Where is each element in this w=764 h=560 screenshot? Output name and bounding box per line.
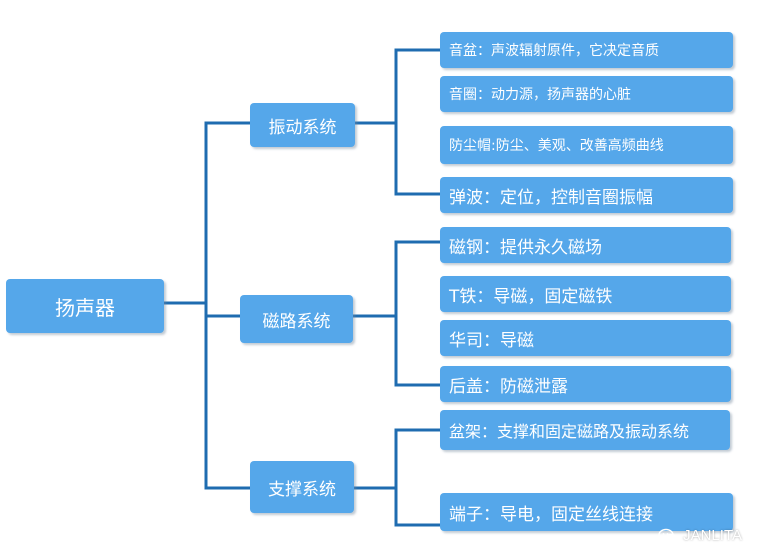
branch-node-vibration: 振动系统 xyxy=(250,103,355,147)
leaf-label: 弹波：定位，控制音圈振幅 xyxy=(449,187,653,208)
root-node: 扬声器 xyxy=(6,279,164,333)
branch-label: 振动系统 xyxy=(268,117,337,138)
leaf-node: 音圈：动力源，扬声器的心脏 xyxy=(440,76,733,112)
leaf-node: 磁钢：提供永久磁场 xyxy=(440,227,731,263)
branch-node-support: 支撑系统 xyxy=(250,461,354,513)
leaf-node: 华司：导磁 xyxy=(440,320,731,356)
leaf-label: 端子：导电，固定丝线连接 xyxy=(449,504,653,525)
leaf-node: 端子：导电，固定丝线连接 xyxy=(440,493,733,531)
leaf-node: 弹波：定位，控制音圈振幅 xyxy=(440,177,733,213)
wechat-icon xyxy=(658,528,677,542)
leaf-label: 磁钢：提供永久磁场 xyxy=(449,237,602,258)
leaf-node: 防尘帽:防尘、美观、改善高频曲线 xyxy=(440,126,733,164)
branch-label: 磁路系统 xyxy=(262,311,331,332)
branch-node-magnetic: 磁路系统 xyxy=(240,295,353,343)
root-label: 扬声器 xyxy=(55,295,115,320)
leaf-node: T铁：导磁，固定磁铁 xyxy=(440,276,731,312)
leaf-label: 音盆：声波辐射原件，它决定音质 xyxy=(449,43,659,59)
leaf-label: 盆架：支撑和固定磁路及振动系统 xyxy=(449,422,690,441)
leaf-label: T铁：导磁，固定磁铁 xyxy=(449,286,613,307)
watermark: JANLITA xyxy=(658,527,742,544)
leaf-node: 盆架：支撑和固定磁路及振动系统 xyxy=(440,410,730,450)
watermark-text: JANLITA xyxy=(683,527,742,544)
branch-label: 支撑系统 xyxy=(268,479,336,500)
leaf-label: 音圈：动力源，扬声器的心脏 xyxy=(449,87,631,103)
leaf-label: 防尘帽:防尘、美观、改善高频曲线 xyxy=(449,138,664,154)
leaf-label: 华司：导磁 xyxy=(449,330,534,351)
leaf-node: 后盖：防磁泄露 xyxy=(440,366,731,402)
leaf-label: 后盖：防磁泄露 xyxy=(449,376,568,397)
leaf-node: 音盆：声波辐射原件，它决定音质 xyxy=(440,32,733,68)
